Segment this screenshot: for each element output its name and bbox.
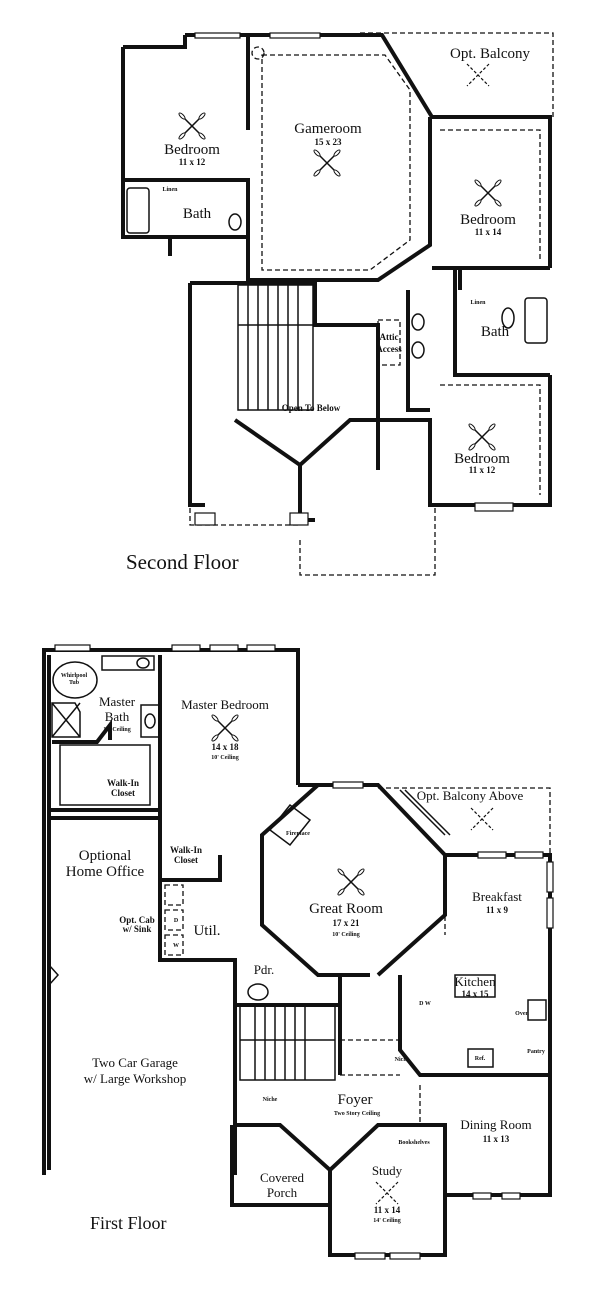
room-label: Dining Room (460, 1117, 531, 1132)
refrigerator-label: Ref. (475, 1056, 486, 1062)
room-label: Bath (183, 206, 212, 222)
room-label: Study (372, 1163, 403, 1178)
room-label: Opt. Balcony Above (417, 788, 524, 803)
niche-label: Niche (263, 1097, 278, 1103)
optional-fan-icon (470, 807, 494, 831)
room-label: Closet (174, 855, 198, 865)
linen-label: Linen (162, 187, 178, 193)
room-label: Foyer (338, 1092, 373, 1108)
room-label: Bath (481, 324, 510, 340)
room-label: Two Car Garage (92, 1055, 178, 1070)
room-size: 11 x 13 (483, 1134, 510, 1144)
linen-label: Linen (470, 300, 486, 306)
room-size: 17 x 21 (333, 918, 361, 928)
ceiling-note: 10' Ceiling (332, 932, 360, 938)
room-label: Pdr. (254, 962, 275, 977)
room-label: Util. (193, 923, 220, 939)
attic-access-label: Attic (380, 332, 399, 342)
ceiling-fan-icon (177, 111, 207, 141)
ceiling-fan-icon (473, 178, 503, 208)
room-label: Covered (260, 1170, 305, 1185)
washer-label: W (173, 943, 179, 949)
room-label: w/ Large Workshop (84, 1071, 186, 1086)
dishwasher-label: D W (419, 1001, 431, 1007)
attic-access-label: Access (376, 344, 402, 354)
bath-fixtures-upper (126, 46, 548, 366)
opt-cab-label: w/ Sink (123, 924, 152, 934)
room-label: Closet (111, 788, 135, 798)
first-floor-plan: Whirlpool Tub Master Bath 10' Ceiling Wa… (42, 644, 554, 1260)
ceiling-note: 10' Ceiling (211, 755, 239, 761)
room-label: Gameroom (294, 121, 362, 137)
staircase-lower (239, 1004, 336, 1081)
whirlpool-tub-label: Whirlpool (61, 673, 88, 679)
floor-title: Second Floor (126, 550, 239, 574)
room-size: 14 x 15 (462, 989, 490, 999)
ceiling-note: 14' Ceiling (373, 1218, 401, 1224)
room-label: Optional (79, 848, 132, 864)
ceiling-fan-icon (312, 148, 342, 178)
second-floor-walls (121, 32, 554, 576)
staircase-upper (237, 284, 314, 411)
room-size: 11 x 14 (374, 1205, 401, 1215)
ceiling-fan-icon (336, 867, 366, 897)
bookshelves-label: Bookshelves (398, 1140, 430, 1146)
pantry-label: Pantry (527, 1049, 545, 1055)
room-size: 11 x 12 (469, 465, 496, 475)
niche-label: Niche (395, 1057, 410, 1063)
ceiling-fan-icon (467, 422, 497, 452)
fireplace-label: Fireplace (286, 831, 310, 837)
room-size: 11 x 12 (179, 157, 206, 167)
fixtures-lower (51, 655, 547, 1068)
opt-cab-label: Opt. Cab (119, 915, 155, 925)
room-label: Walk-In (170, 845, 202, 855)
room-size: 14 x 18 (212, 742, 240, 752)
room-label: Bedroom (164, 142, 220, 158)
room-label: Master (99, 694, 136, 709)
room-label: Home Office (66, 864, 145, 880)
room-label: Bath (105, 709, 130, 724)
floor-title: First Floor (90, 1213, 167, 1233)
room-label: Kitchen (454, 974, 496, 989)
ceiling-fan-icon (210, 713, 240, 743)
ceiling-note: Two Story Ceiling (334, 1111, 380, 1117)
room-label: Bedroom (460, 212, 516, 228)
optional-fan-icon (375, 1181, 399, 1205)
room-label: Bedroom (454, 451, 510, 467)
room-label: Opt. Balcony (450, 46, 530, 62)
room-label: Porch (267, 1185, 298, 1200)
ceiling-note: 10' Ceiling (103, 727, 131, 733)
fireplace-icon (268, 803, 312, 847)
first-floor-walls (42, 644, 554, 1260)
room-label: Breakfast (472, 889, 522, 904)
room-label: Walk-In (107, 778, 139, 788)
dryer-label: D (174, 918, 179, 924)
whirlpool-tub-label: Tub (69, 680, 80, 686)
optional-fan-icon (466, 63, 490, 87)
room-label: Open To Below (282, 403, 341, 413)
room-size: 11 x 14 (475, 227, 502, 237)
room-size: 15 x 23 (315, 137, 343, 147)
room-label: Master Bedroom (181, 697, 269, 712)
room-label: Great Room (309, 901, 383, 917)
room-size: 11 x 9 (486, 905, 509, 915)
second-floor-plan: Bedroom 11 x 12 Gameroom 15 x 23 Opt. Ba… (121, 32, 554, 576)
oven-label: Oven (515, 1011, 529, 1017)
